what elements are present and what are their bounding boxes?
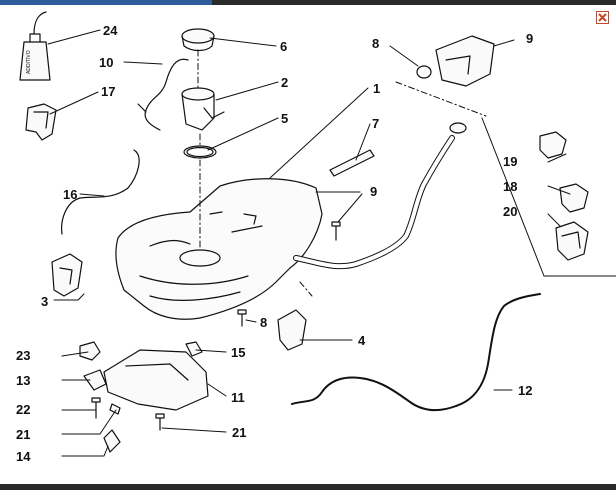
assembly-axis-lines xyxy=(197,49,487,297)
part-8-bolt[interactable] xyxy=(237,309,247,327)
callout-6: 6 xyxy=(280,39,287,54)
fuel-filler-neck[interactable] xyxy=(293,122,467,270)
part-20-clip[interactable] xyxy=(555,221,589,261)
part-1-fuel-tank[interactable] xyxy=(115,178,323,320)
callout-22: 22 xyxy=(16,402,30,417)
callout-5: 5 xyxy=(281,111,288,126)
callout-11: 11 xyxy=(231,390,245,405)
part-2-fuel-pump[interactable] xyxy=(181,87,225,131)
callout-23: 23 xyxy=(16,348,30,363)
close-x-icon xyxy=(598,13,607,22)
callout-2: 2 xyxy=(281,75,288,90)
callout-8-top: 8 xyxy=(372,36,379,51)
part-22-screw[interactable] xyxy=(91,397,101,419)
callout-20: 20 xyxy=(503,204,517,219)
callout-19: 19 xyxy=(503,154,517,169)
callout-16: 16 xyxy=(63,187,77,202)
top-bar-accent xyxy=(0,0,212,5)
callout-10: 10 xyxy=(99,55,113,70)
bottle-label: ADDITIVO xyxy=(26,50,32,74)
part-21-bolt[interactable] xyxy=(109,403,121,415)
part-8-o-ring[interactable] xyxy=(416,65,432,79)
part-19-clip[interactable] xyxy=(539,131,567,159)
callout-12: 12 xyxy=(518,383,532,398)
leader-lines xyxy=(47,29,616,457)
callout-4: 4 xyxy=(358,333,366,348)
part-24-additive-bottle[interactable]: ADDITIVO xyxy=(19,11,51,81)
part-9-canister[interactable] xyxy=(435,35,495,87)
callout-17: 17 xyxy=(101,84,115,99)
part-23-clip[interactable] xyxy=(79,341,101,361)
bottom-bar xyxy=(0,484,616,490)
callout-13: 13 xyxy=(16,373,30,388)
callout-21-right: 21 xyxy=(232,425,246,440)
part-11-shield[interactable] xyxy=(103,349,209,411)
part-21-bolt-lower[interactable] xyxy=(155,413,165,431)
part-15-clip[interactable] xyxy=(185,341,203,357)
callout-21-left: 21 xyxy=(16,427,30,442)
callout-18: 18 xyxy=(503,179,517,194)
top-bar xyxy=(0,0,616,5)
callout-15: 15 xyxy=(231,345,245,360)
callout-9-center: 9 xyxy=(370,184,377,199)
part-9-bolt[interactable] xyxy=(331,221,341,241)
part-7-strap[interactable] xyxy=(329,149,375,177)
part-13-bracket[interactable] xyxy=(83,369,107,391)
callout-8-bottom: 8 xyxy=(260,315,267,330)
part-6-fuel-pump-cap[interactable] xyxy=(181,28,215,52)
callout-3: 3 xyxy=(41,294,48,309)
part-18-clip[interactable] xyxy=(559,183,589,213)
part-12-fuel-line[interactable] xyxy=(291,293,541,412)
part-4-bracket[interactable] xyxy=(277,309,307,351)
callout-14: 14 xyxy=(16,449,31,464)
close-icon[interactable] xyxy=(596,11,609,24)
callout-7: 7 xyxy=(372,116,379,131)
callout-9-top: 9 xyxy=(526,31,533,46)
callout-1: 1 xyxy=(373,81,380,96)
part-10-wiring-harness[interactable] xyxy=(137,58,189,131)
part-17-bracket[interactable] xyxy=(25,103,57,141)
callout-24: 24 xyxy=(103,23,118,38)
part-3-bracket[interactable] xyxy=(51,253,83,297)
part-16-wiring[interactable] xyxy=(61,149,140,235)
